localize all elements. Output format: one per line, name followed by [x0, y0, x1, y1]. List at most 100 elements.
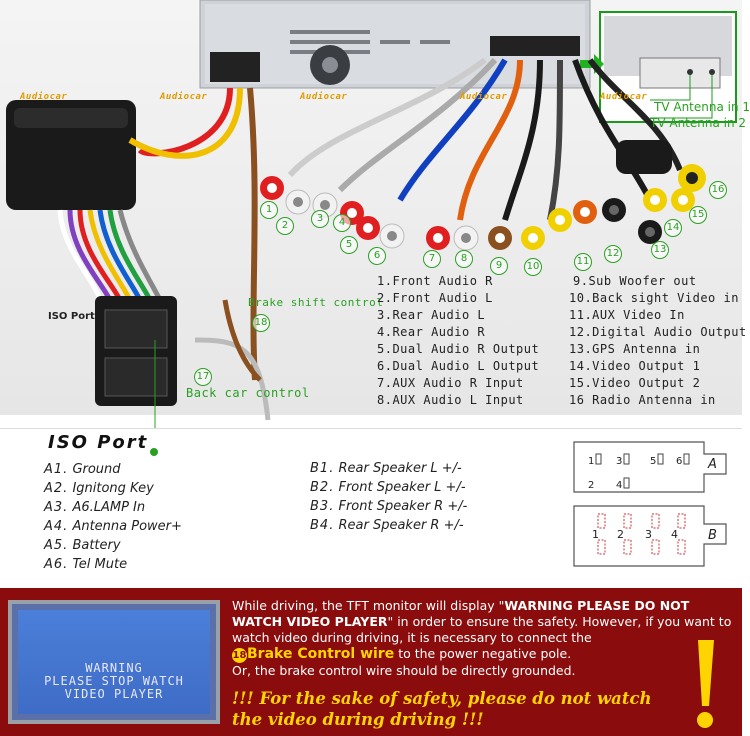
wire-label-5: 5.Dual Audio R Output: [377, 342, 540, 356]
a-pin-4: 4: [616, 480, 622, 491]
wire-label-13: 13.GPS Antenna in: [569, 342, 701, 356]
pin-code: A2.: [44, 481, 69, 496]
pin-code: A4.: [44, 519, 69, 534]
connector-letter-a: A: [707, 457, 717, 472]
warning-text-part: to the power negative pole.: [394, 646, 572, 661]
a-pin-6: 6: [676, 456, 682, 467]
wiring-photo: TV Antenna in 1 TV Antenna in 2 Brake sh…: [0, 0, 750, 452]
wire-label-15: 15.Video Output 2: [569, 376, 701, 390]
safety-line-2: the video during driving !!!: [232, 710, 484, 729]
badge-6: 6: [368, 247, 386, 265]
iso-pointer-dot: [150, 448, 158, 456]
iso-b2: B2. Front Speaker L +/-: [310, 480, 466, 495]
tft-monitor-preview: WARNING PLEASE STOP WATCH VIDEO PLAYER: [8, 600, 220, 724]
pin-code: A3.: [44, 500, 69, 515]
wire-label-10: 10.Back sight Video in: [569, 291, 739, 305]
a-pin-2: 2: [588, 480, 594, 491]
brake-badge-18: 18: [232, 648, 247, 663]
badge-14: 14: [664, 219, 682, 237]
iso-connector-diagram: 1 3 5 6 2 4 1 2 3 4 A B: [573, 441, 727, 567]
wire-label-8: 8.AUX Audio L Input: [377, 393, 524, 407]
wire-label-2: 2.Front Audio L: [377, 291, 493, 305]
iso-a2: A2. Ignitong Key: [44, 481, 154, 496]
wire-label-4: 4.Rear Audio R: [377, 325, 486, 339]
pin-code: B4.: [310, 518, 335, 533]
badge-17: 17: [194, 368, 212, 386]
wire-label-12: 12.Digital Audio Output: [569, 325, 747, 339]
pin-code: B3.: [310, 499, 335, 514]
badge-4: 4: [333, 214, 351, 232]
brake-shift-label: Brake shift control: [248, 296, 384, 309]
iso-a5: A5. Battery: [44, 538, 121, 553]
wire-label-7: 7.AUX Audio R Input: [377, 376, 524, 390]
pin-name: Rear Speaker R +/-: [338, 518, 464, 533]
warning-text-part: Or, the brake control wire should be dir…: [232, 663, 576, 678]
b-pin-4: 4: [671, 528, 678, 541]
badge-12: 12: [604, 245, 622, 263]
a-pin-1: 1: [588, 456, 594, 467]
wire-label-14: 14.Video Output 1: [569, 359, 701, 373]
wire-label-11: 11.AUX Video In: [569, 308, 685, 322]
pin-name: Front Speaker R +/-: [338, 499, 468, 514]
tft-line-3: VIDEO PLAYER: [64, 687, 164, 701]
iso-b3: B3. Front Speaker R +/-: [310, 499, 467, 514]
exclamation-icon: [697, 640, 714, 728]
iso-b4: B4. Rear Speaker R +/-: [310, 518, 464, 533]
pin-name: Rear Speaker L +/-: [338, 461, 462, 476]
badge-15: 15: [689, 206, 707, 224]
badge-8: 8: [455, 250, 473, 268]
pin-code: A5.: [44, 538, 69, 553]
watermark-5: Audiocar: [600, 92, 648, 102]
tft-warning-text: WARNING PLEASE STOP WATCH VIDEO PLAYER: [18, 662, 210, 701]
connector-letter-b: B: [708, 528, 717, 543]
watermark-3: Audiocar: [300, 92, 348, 102]
badge-1: 1: [260, 201, 278, 219]
b-pin-2: 2: [617, 528, 624, 541]
pin-name: Ignitong Key: [72, 481, 154, 496]
pin-code: A6.: [44, 557, 69, 572]
safety-emphasis: !!! For the sake of safety, please do no…: [232, 688, 652, 730]
iso-a6: A6. Tel Mute: [44, 557, 127, 572]
pin-code: B2.: [310, 480, 335, 495]
tft-line-2: PLEASE STOP WATCH: [44, 674, 184, 688]
tft-screen: WARNING PLEASE STOP WATCH VIDEO PLAYER: [18, 610, 210, 714]
badge-10: 10: [524, 258, 542, 276]
pin-code: A1.: [44, 462, 69, 477]
wire-label-3: 3.Rear Audio L: [377, 308, 486, 322]
pin-name: Front Speaker L +/-: [338, 480, 466, 495]
warning-description: While driving, the TFT monitor will disp…: [232, 598, 732, 679]
badge-16: 16: [709, 181, 727, 199]
badge-3: 3: [311, 210, 329, 228]
badge-5: 5: [340, 236, 358, 254]
back-car-label: Back car control: [186, 386, 310, 400]
warning-text-part: " in order to ensure the safety. However…: [232, 614, 732, 645]
b-pin-1: 1: [592, 528, 599, 541]
a-pin-5: 5: [650, 456, 656, 467]
iso-port-photo-label: ISO Port: [48, 311, 95, 322]
a-pin-3: 3: [616, 456, 622, 467]
wire-label-9: 9.Sub Woofer out: [573, 274, 697, 288]
iso-a3: A3. A6.LAMP In: [44, 500, 145, 515]
watermark-1: Audiocar: [20, 92, 68, 102]
pin-name: Tel Mute: [72, 557, 128, 572]
pin-name: Antenna Power+: [72, 519, 182, 534]
iso-port-title: ISO Port: [48, 432, 149, 453]
pin-name: A6.LAMP In: [72, 500, 146, 515]
b-pin-3: 3: [645, 528, 652, 541]
pin-code: B1.: [310, 461, 335, 476]
badge-18: 18: [252, 314, 270, 332]
badge-9: 9: [490, 257, 508, 275]
watermark-4: Audiocar: [460, 92, 508, 102]
pin-name: Battery: [72, 538, 121, 553]
watermark-2: Audiocar: [160, 92, 208, 102]
pin-name: Ground: [72, 462, 121, 477]
brake-control-wire-label: Brake Control wire: [247, 646, 395, 662]
badge-2: 2: [276, 217, 294, 235]
tv-antenna-2-label: TV Antenna in 2: [650, 116, 747, 130]
badge-13: 13: [651, 241, 669, 259]
badge-7: 7: [423, 250, 441, 268]
tv-antenna-1-label: TV Antenna in 1: [654, 100, 750, 114]
wire-label-1: 1.Front Audio R: [377, 274, 493, 288]
iso-a4: A4. Antenna Power+: [44, 519, 182, 534]
warning-message-quote: WARNING PLEASE DO NOT WATCH VIDEO PLAYER: [232, 598, 690, 629]
